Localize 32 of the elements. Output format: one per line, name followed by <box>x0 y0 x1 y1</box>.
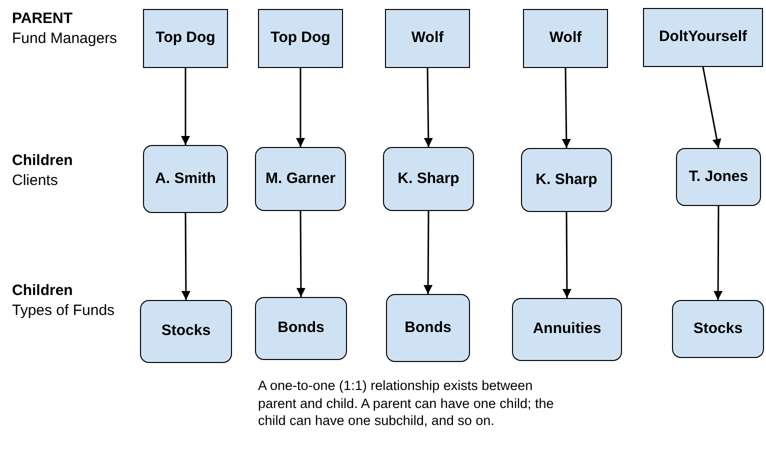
box: Top Dog <box>143 9 228 68</box>
row-heading: PARENT <box>12 9 74 28</box>
arrow <box>181 68 190 145</box>
rounded-box: M. Garner <box>255 147 346 211</box>
arrow <box>296 68 305 147</box>
arrow <box>181 213 190 300</box>
row-subheading: Fund Managers <box>12 29 118 48</box>
arrow <box>714 206 723 300</box>
rounded-box: K. Sharp <box>521 148 612 212</box>
rounded-box: Bonds <box>386 294 470 362</box>
arrow <box>296 211 306 297</box>
row-heading: Children <box>12 281 74 300</box>
row-subheading: Clients <box>12 171 59 190</box>
box: Top Dog <box>258 9 343 68</box>
rounded-box: K. Sharp <box>383 147 474 211</box>
rounded-box: T. Jones <box>676 148 761 206</box>
arrow <box>702 66 722 148</box>
arrow <box>562 68 571 148</box>
arrow <box>562 212 572 298</box>
rounded-box: Stocks <box>140 300 232 363</box>
row-heading: Children <box>12 151 74 170</box>
arrow <box>424 68 433 148</box>
rounded-box: Stocks <box>672 300 764 358</box>
rounded-box: A. Smith <box>143 145 228 213</box>
box: DoltYourself <box>643 8 763 67</box>
box: Wolf <box>385 9 470 68</box>
rounded-box: Bonds <box>255 297 347 360</box>
box: Wolf <box>523 9 608 68</box>
row-subheading: Types of Funds <box>12 301 116 320</box>
rounded-box: Annuities <box>512 298 622 361</box>
caption: A one-to-one (1:1) relationship exists between parent and child. A parent can have one child; the child can have one subchild, and so on. <box>258 377 555 430</box>
arrow <box>424 211 433 294</box>
